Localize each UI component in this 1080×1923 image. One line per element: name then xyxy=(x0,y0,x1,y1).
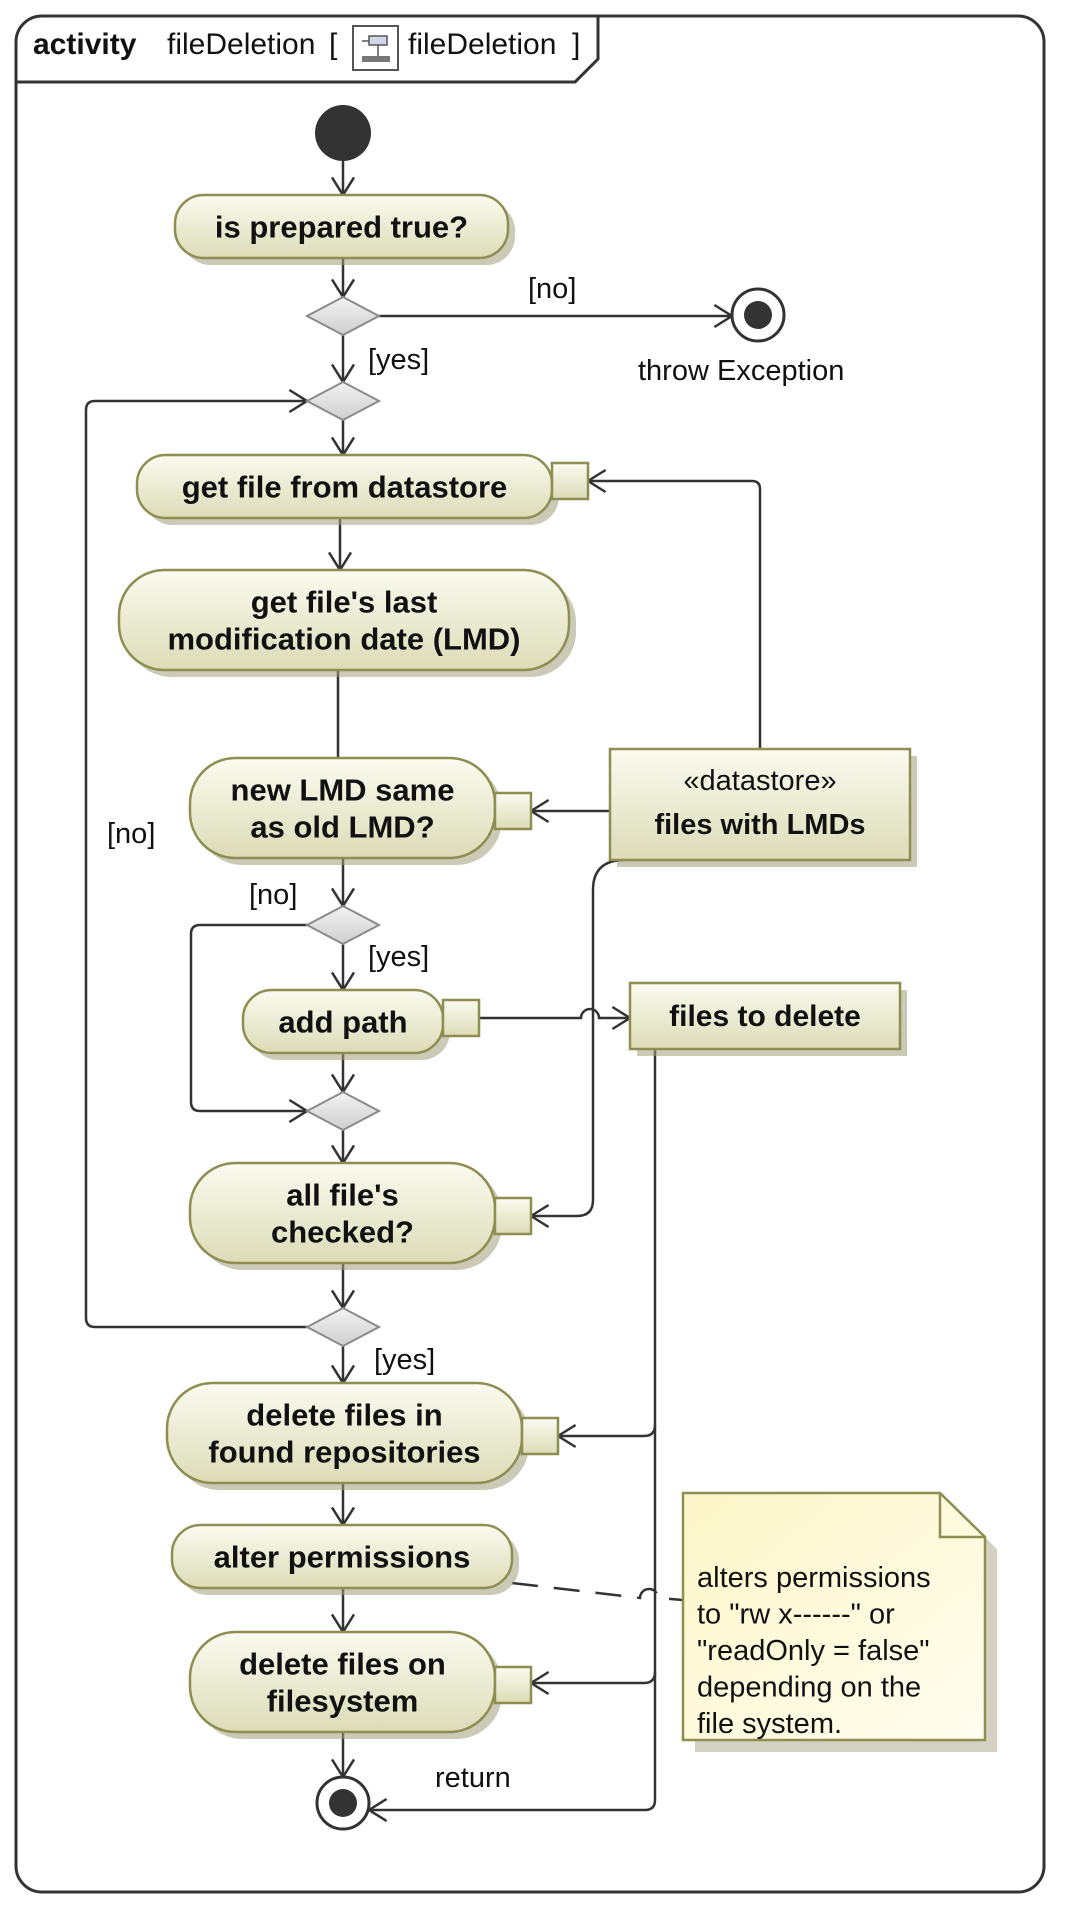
guard-yes-final: [yes] xyxy=(374,1344,435,1376)
guard-yes-inner: [yes] xyxy=(368,941,429,973)
action-label: get file from datastore xyxy=(182,469,508,504)
decision-node-2 xyxy=(304,380,382,422)
note-line: file system. xyxy=(697,1708,842,1740)
initial-node xyxy=(315,105,371,161)
action-label: as old LMD? xyxy=(250,809,434,844)
action-get-file: get file from datastore xyxy=(135,453,559,525)
pin-2 xyxy=(493,791,533,831)
action-label: is prepared true? xyxy=(215,209,468,244)
decision-node-5 xyxy=(304,1306,382,1348)
action-label: add path xyxy=(278,1004,407,1039)
guard-no-loop: [no] xyxy=(107,818,155,850)
action-label: checked? xyxy=(271,1214,414,1249)
action-nodes: is prepared true? get file from datastore… xyxy=(117,193,576,1739)
frame-keyword: activity xyxy=(33,28,137,61)
datastore-name: files with LMDs xyxy=(654,809,865,841)
action-label: found repositories xyxy=(208,1434,480,1469)
decision-nodes xyxy=(304,295,382,1348)
action-label: get file's last xyxy=(251,584,438,619)
action-label: alter permissions xyxy=(214,1539,471,1574)
action-label: all file's xyxy=(286,1177,398,1212)
pins xyxy=(441,461,590,1705)
decision-node-3 xyxy=(304,904,382,946)
action-label: filesystem xyxy=(267,1683,419,1718)
decision-node-1 xyxy=(304,295,382,337)
action-label: modification date (LMD) xyxy=(167,621,520,656)
files-to-delete-label: files to delete xyxy=(669,1000,861,1033)
guard-yes-first: [yes] xyxy=(368,344,429,376)
frame-ref-name: fileDeletion xyxy=(408,28,556,61)
datastore-node: «datastore» files with LMDs xyxy=(608,747,917,867)
datastore-stereotype: «datastore» xyxy=(683,765,836,797)
files-to-delete-node: files to delete xyxy=(628,981,907,1056)
return-label: return xyxy=(435,1762,511,1794)
action-add-path: add path xyxy=(241,988,450,1060)
exception-label: throw Exception xyxy=(638,355,844,387)
decision-node-4 xyxy=(304,1090,382,1132)
frame-bracket-close: ] xyxy=(572,28,580,61)
comment-note: alters permissions to "rw x------" or "rea… xyxy=(681,1491,997,1752)
frame-bracket-open: [ xyxy=(329,28,338,61)
action-label: delete files in xyxy=(246,1397,442,1432)
pin-4 xyxy=(493,1196,533,1236)
guard-no-inner: [no] xyxy=(249,879,297,911)
control-flows xyxy=(84,161,762,1823)
guard-no-exception: [no] xyxy=(528,273,576,305)
pin-3 xyxy=(441,998,481,1038)
note-line: "readOnly = false" xyxy=(697,1635,930,1667)
exception-final-node xyxy=(730,287,786,343)
pin-5 xyxy=(520,1416,560,1456)
action-label: delete files on xyxy=(239,1646,446,1681)
activity-diagram-icon xyxy=(352,25,399,71)
note-line: to "rw x------" or xyxy=(697,1599,895,1631)
pin-1 xyxy=(550,461,590,501)
action-is-prepared: is prepared true? xyxy=(173,193,515,265)
note-line: depending on the xyxy=(697,1672,921,1704)
activity-final-node xyxy=(315,1775,371,1831)
frame-name: fileDeletion xyxy=(167,28,315,61)
action-label: new LMD same xyxy=(231,772,455,807)
note-line: alters permissions xyxy=(697,1562,931,1594)
action-alter-permissions: alter permissions xyxy=(170,1523,519,1595)
pin-6 xyxy=(493,1665,533,1705)
